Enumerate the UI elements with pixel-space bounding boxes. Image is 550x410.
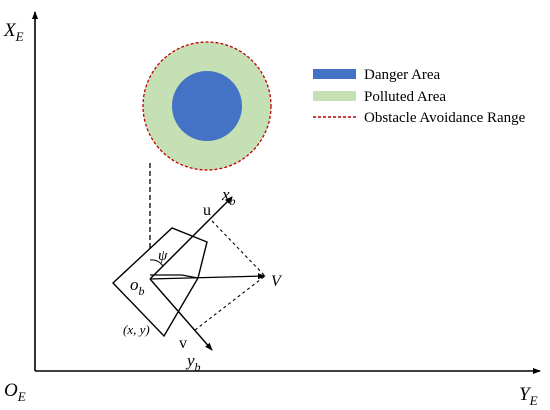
velocity-label: V — [271, 273, 283, 290]
body-x-axis — [149, 196, 233, 280]
heading-angle-label: ψ — [158, 248, 168, 264]
y-axis-label: YE — [519, 384, 538, 408]
body-origin-label: ob — [130, 275, 145, 298]
vessel-hull-inner — [150, 274, 199, 279]
body-y-axis — [149, 278, 213, 351]
legend-polluted-label: Polluted Area — [364, 89, 446, 105]
legend-avoidance-label: Obstacle Avoidance Range — [364, 110, 526, 126]
vessel-hull — [112, 227, 208, 338]
legend-polluted-swatch — [313, 91, 356, 101]
legend-danger-label: Danger Area — [364, 67, 441, 83]
projection-u — [211, 220, 266, 277]
surge-label: u — [203, 202, 211, 219]
projection-v — [194, 275, 266, 331]
origin-label: OE — [4, 380, 26, 404]
sway-label: v — [179, 335, 187, 352]
body-x-label: xb — [221, 185, 236, 208]
body-y-label: yb — [185, 351, 201, 374]
obstacle-avoidance-range — [142, 41, 272, 171]
position-label: (x, y) — [123, 322, 150, 337]
legend-danger-swatch — [313, 69, 356, 79]
velocity-vector — [149, 273, 266, 280]
x-axis-label: XE — [3, 20, 24, 44]
heading-angle-arc — [149, 259, 164, 267]
danger-area — [172, 71, 242, 141]
